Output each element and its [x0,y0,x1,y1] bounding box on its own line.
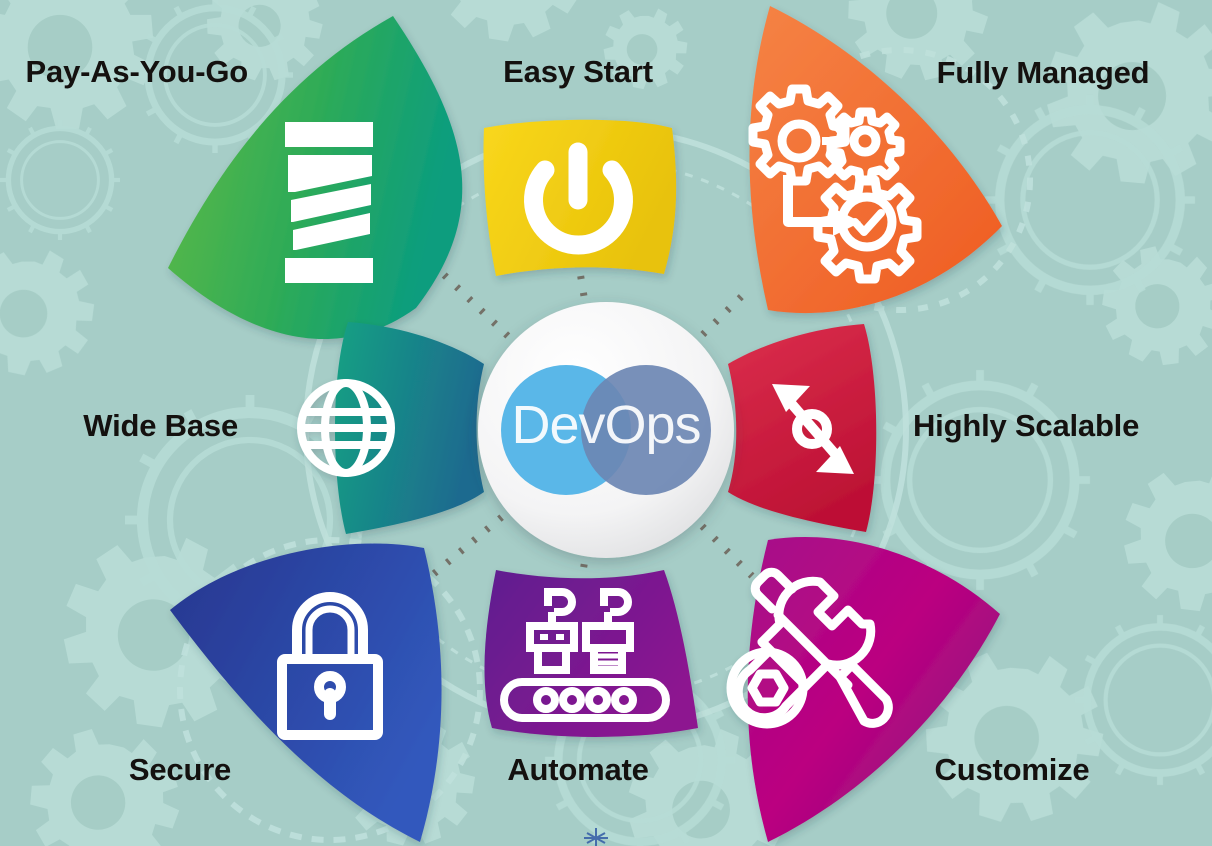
label-pay-as-you-go: Pay-As-You-Go [25,54,249,89]
petal-easy-start[interactable] [483,119,677,276]
petal-highly-scalable-shape [728,324,877,532]
label-easy-start: Easy Start [503,54,653,89]
petal-automate[interactable] [484,570,698,737]
petal-highly-scalable[interactable] [728,324,877,532]
label-customize: Customize [934,752,1090,787]
center-label: DevOps [511,395,700,455]
padlock-icon [277,592,383,740]
power-button-icon [524,142,633,255]
snowflake-decoration [584,828,608,846]
petal-secure[interactable] [170,543,442,842]
resize-diagonal-arrow-icon [772,384,854,474]
venn-circle-ops [581,365,711,495]
petal-secure-shape [170,543,442,842]
label-secure: Secure [128,752,232,787]
petal-customize[interactable] [726,537,1000,842]
label-highly-scalable: Highly Scalable [913,408,1140,443]
petal-fully-managed-shape [749,6,1002,314]
accordion-spring-icon [285,122,373,283]
label-automate: Automate [507,752,649,787]
petal-pay-as-you-go[interactable] [168,16,463,340]
wrench-screwdriver-icon [726,567,893,729]
workflow-arrowhead-icon [833,208,861,236]
robot-conveyor-icon [500,588,670,722]
petal-fully-managed[interactable] [748,6,1003,314]
center-devops-badge[interactable]: DevOps [478,302,734,558]
petal-wide-base-shape [335,322,484,534]
petal-wide-base[interactable] [297,322,484,534]
globe-icon [297,379,395,477]
label-wide-base: Wide Base [83,408,238,443]
label-fully-managed: Fully Managed [936,55,1150,90]
